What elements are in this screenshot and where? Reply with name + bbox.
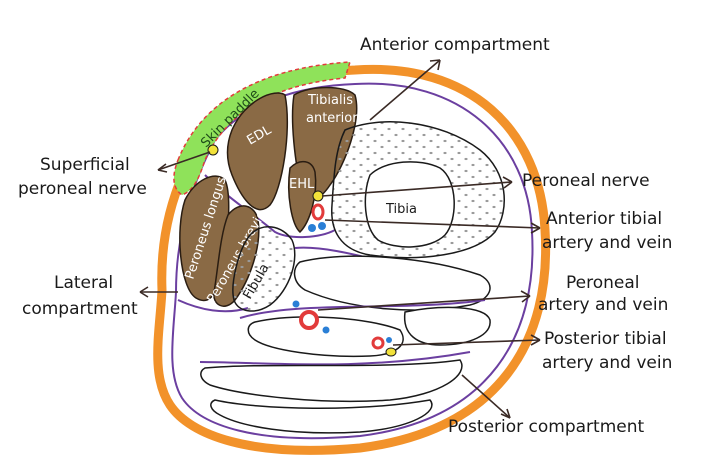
leader-arrows [139,59,541,419]
label-lateral-compartment: Lateral [54,273,113,293]
posterior-septum [239,299,486,319]
label-peroneal-nerve: Peroneal nerve [522,171,650,191]
label-anterior-tibial-2: artery and vein [542,233,672,253]
label-lateral-compartment-2: compartment [22,299,138,319]
tibia-medullary [364,161,455,248]
label-posterior-tibial-2: artery and vein [542,353,672,373]
fhl-compartment [403,306,491,346]
tibialis-anterior-label-2: anterior [306,111,358,126]
anterior-tibial-artery [311,203,325,221]
label-superficial-peroneal-nerve-2: peroneal nerve [18,179,147,199]
superficial-peroneal-nerve-dot [207,144,219,156]
tibial-nerve-dot [385,347,397,357]
gastrocnemius-muscle [210,399,433,434]
ehl-muscle [287,160,317,234]
peroneal-vein-2 [322,326,330,334]
label-superficial-peroneal-nerve: Superficial [40,155,130,175]
deep-posterior-compartment [293,255,491,311]
peroneal-vein-1 [292,300,300,308]
posterior-tibial-artery [371,336,385,350]
label-posterior-compartment: Posterior compartment [448,417,644,437]
edl-muscle [226,92,288,211]
superficial-posterior-septum [199,351,471,366]
posterior-tibial-vein [386,337,392,343]
anterior-tibial-vein-2 [318,222,326,230]
label-peroneal-artery-2: artery and vein [538,295,668,315]
label-peroneal-artery: Peroneal [566,273,640,293]
tibialis-posterior [247,316,404,358]
anterior-tibial-vein-1 [308,224,316,232]
ehl-label: EHL [289,177,315,192]
tibia-label: Tibia [385,202,417,217]
label-anterior-compartment: Anterior compartment [360,35,550,55]
label-posterior-tibial: Posterior tibial [544,329,667,349]
soleus-muscle [200,359,463,403]
peroneal-artery [299,310,319,330]
peroneal-nerve-dot [312,190,324,202]
tibialis-anterior-label: Tibialis [307,93,353,108]
label-anterior-tibial: Anterior tibial [546,209,662,229]
fibula-bone [232,226,296,312]
